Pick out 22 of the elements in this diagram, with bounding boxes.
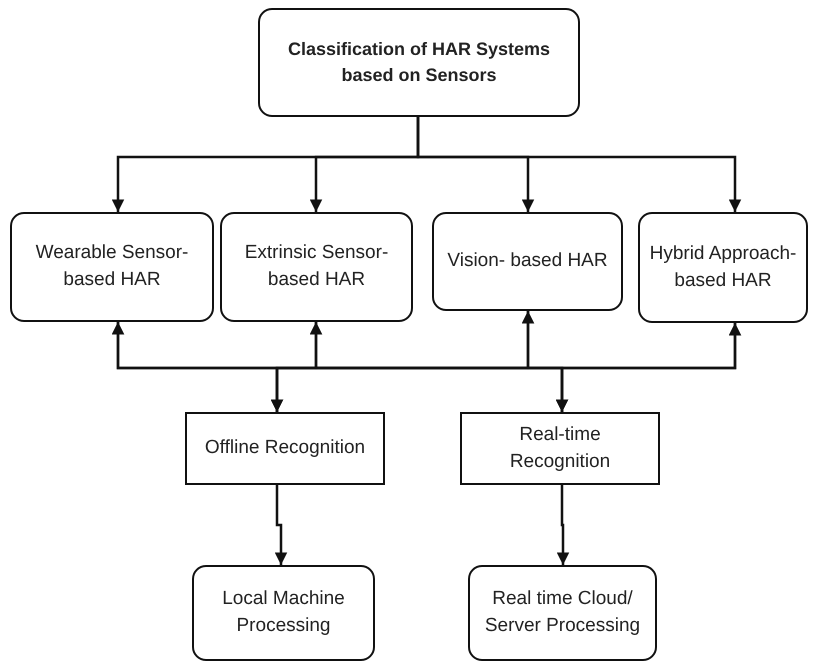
process-box: [432, 212, 623, 311]
node-label: Vision- based HAR: [447, 249, 608, 274]
node-label: Extrinsic Sensor-based HAR: [244, 241, 390, 292]
process-box: [192, 565, 375, 661]
node-label: Wearable Sensor-based HAR: [34, 241, 190, 292]
process-box: [10, 212, 214, 322]
node-label: Classification of HAR Systems based on Sensors: [286, 38, 552, 86]
process-box: [638, 212, 808, 323]
connector-arrow: [274, 485, 288, 565]
node-label: Real time Cloud/ Server Processing: [484, 587, 642, 638]
process-box: [220, 212, 413, 322]
node-label: Hybrid Approach-based HAR: [648, 242, 798, 292]
connector-arrow: [556, 323, 742, 412]
process-box: [185, 412, 385, 485]
process-box: [460, 412, 660, 485]
connector-arrow: [556, 485, 570, 565]
connector-arrow: [416, 117, 742, 212]
process-box: [258, 8, 580, 117]
node-label: Local Machine Processing: [221, 587, 346, 638]
node-label: Real-time Recognition: [508, 422, 612, 474]
process-box: [468, 565, 657, 661]
node-label: Offline Recognition: [204, 436, 366, 460]
